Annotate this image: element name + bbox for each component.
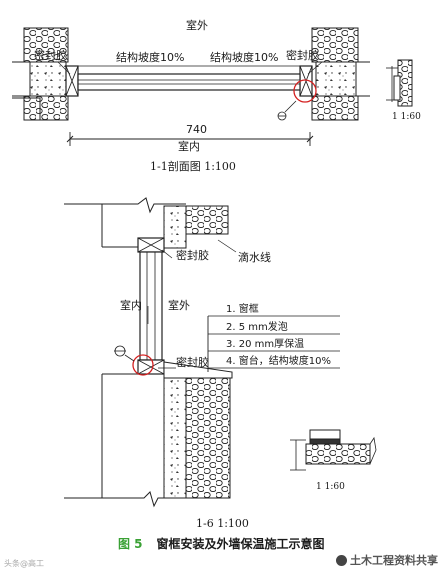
detail-highlight-circle	[293, 79, 317, 103]
lower-insulation	[185, 377, 231, 499]
watermark-left: 头条@高工	[4, 559, 44, 568]
figure-number: 图 5	[118, 537, 143, 551]
left-insulation-bottom	[23, 95, 69, 121]
top-section-caption: 1-1剖面图 1:100	[150, 160, 236, 173]
top-detail-drawing	[386, 59, 413, 107]
legend-item-3: 3. 20 mm厚保温	[226, 339, 305, 350]
watermark-right: 土木工程资料共享	[336, 552, 438, 568]
bottom-detail-drawing	[290, 429, 377, 471]
lower-concrete	[163, 377, 187, 499]
outside-label-top: 室外	[186, 19, 208, 32]
sealant-label-bottom: 密封胶	[176, 356, 209, 369]
legend-item-4: 4. 窗台，结构坡度10%	[226, 356, 331, 367]
slope-label-right: 结构坡度10%	[210, 51, 279, 64]
sealant-label-top: 密封胶	[176, 249, 209, 262]
right-insulation-bottom	[311, 95, 359, 121]
bottom-section-caption: 1-6 1:100	[196, 517, 249, 530]
upper-insulation	[185, 205, 229, 235]
inside-label-top: 室内	[178, 140, 200, 153]
window-frame-bar	[77, 73, 301, 91]
top-section-drawing	[12, 27, 370, 146]
legend-item-1: 1. 窗框	[226, 304, 259, 315]
left-concrete	[29, 61, 67, 97]
bottom-section-drawing	[64, 197, 340, 508]
figure-caption: 图 5 窗框安装及外墙保温施工示意图	[118, 535, 325, 552]
left-insulation-top	[23, 27, 69, 63]
slope-label-left: 结构坡度10%	[116, 51, 185, 64]
legend-item-2: 2. 5 mm发泡	[226, 322, 288, 333]
figure-title: 窗框安装及外墙保温施工示意图	[156, 537, 325, 551]
sealant-label-left: 密封胶	[34, 49, 67, 62]
window-frame-vertical	[139, 251, 163, 361]
drip-line-label: 滴水线	[238, 251, 271, 264]
sealant-label-right: 密封胶	[286, 49, 319, 62]
wechat-icon	[336, 554, 347, 566]
sill-highlight-circle	[132, 354, 154, 376]
inside-label-bottom: 室内	[120, 299, 142, 312]
right-concrete	[315, 61, 357, 97]
watermark-text: 土木工程资料共享	[350, 554, 438, 567]
outside-label-bottom: 室外	[168, 299, 190, 312]
dimension-value: 740	[186, 123, 207, 136]
bottom-detail-caption: 1 1:60	[316, 482, 345, 492]
top-detail-caption: 1 1:60	[392, 112, 421, 122]
